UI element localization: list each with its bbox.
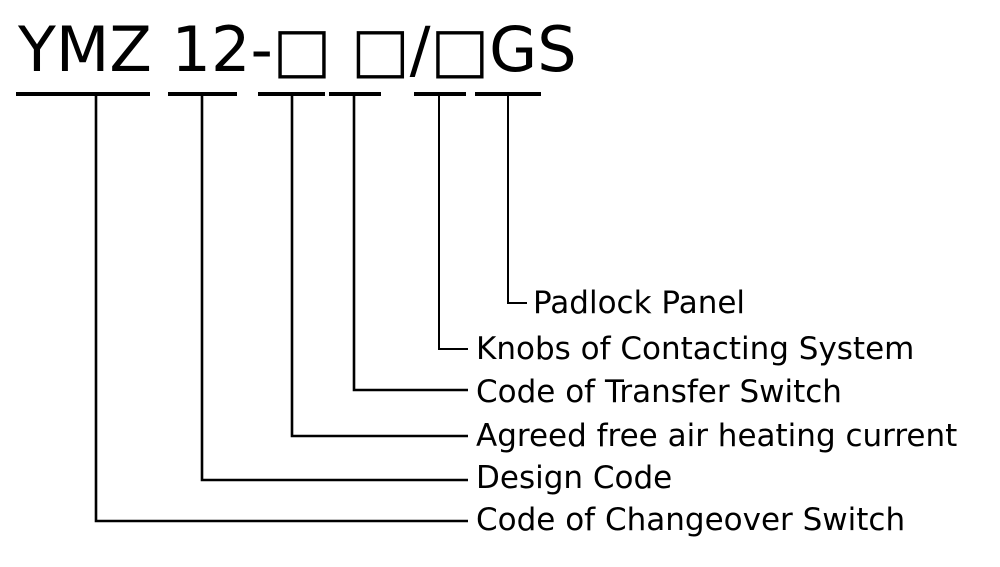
callout-label-code-of-changeover-switch: Code of Changeover Switch (476, 502, 906, 538)
callout-label-agreed-free-air-heating-current: Agreed free air heating current (476, 418, 958, 454)
model-code-title: YMZ 12-□ □/□GS (18, 13, 577, 86)
callout-label-design-code: Design Code (476, 460, 673, 496)
leader-line-code-of-transfer-switch (352, 94, 468, 392)
leader-line-knobs-of-contacting-system (438, 94, 468, 350)
leader-line-padlock-panel (507, 94, 527, 304)
leader-line-code-of-changeover-switch (94, 94, 468, 523)
leader-line-design-code (200, 94, 468, 482)
callout-label-padlock-panel: Padlock Panel (533, 285, 746, 321)
callout-label-knobs-of-contacting-system: Knobs of Contacting System (476, 331, 915, 367)
leader-line-agreed-free-air-heating-current (290, 94, 468, 438)
callout-leader-lines (94, 94, 527, 523)
callout-label-code-of-transfer-switch: Code of Transfer Switch (476, 374, 842, 410)
